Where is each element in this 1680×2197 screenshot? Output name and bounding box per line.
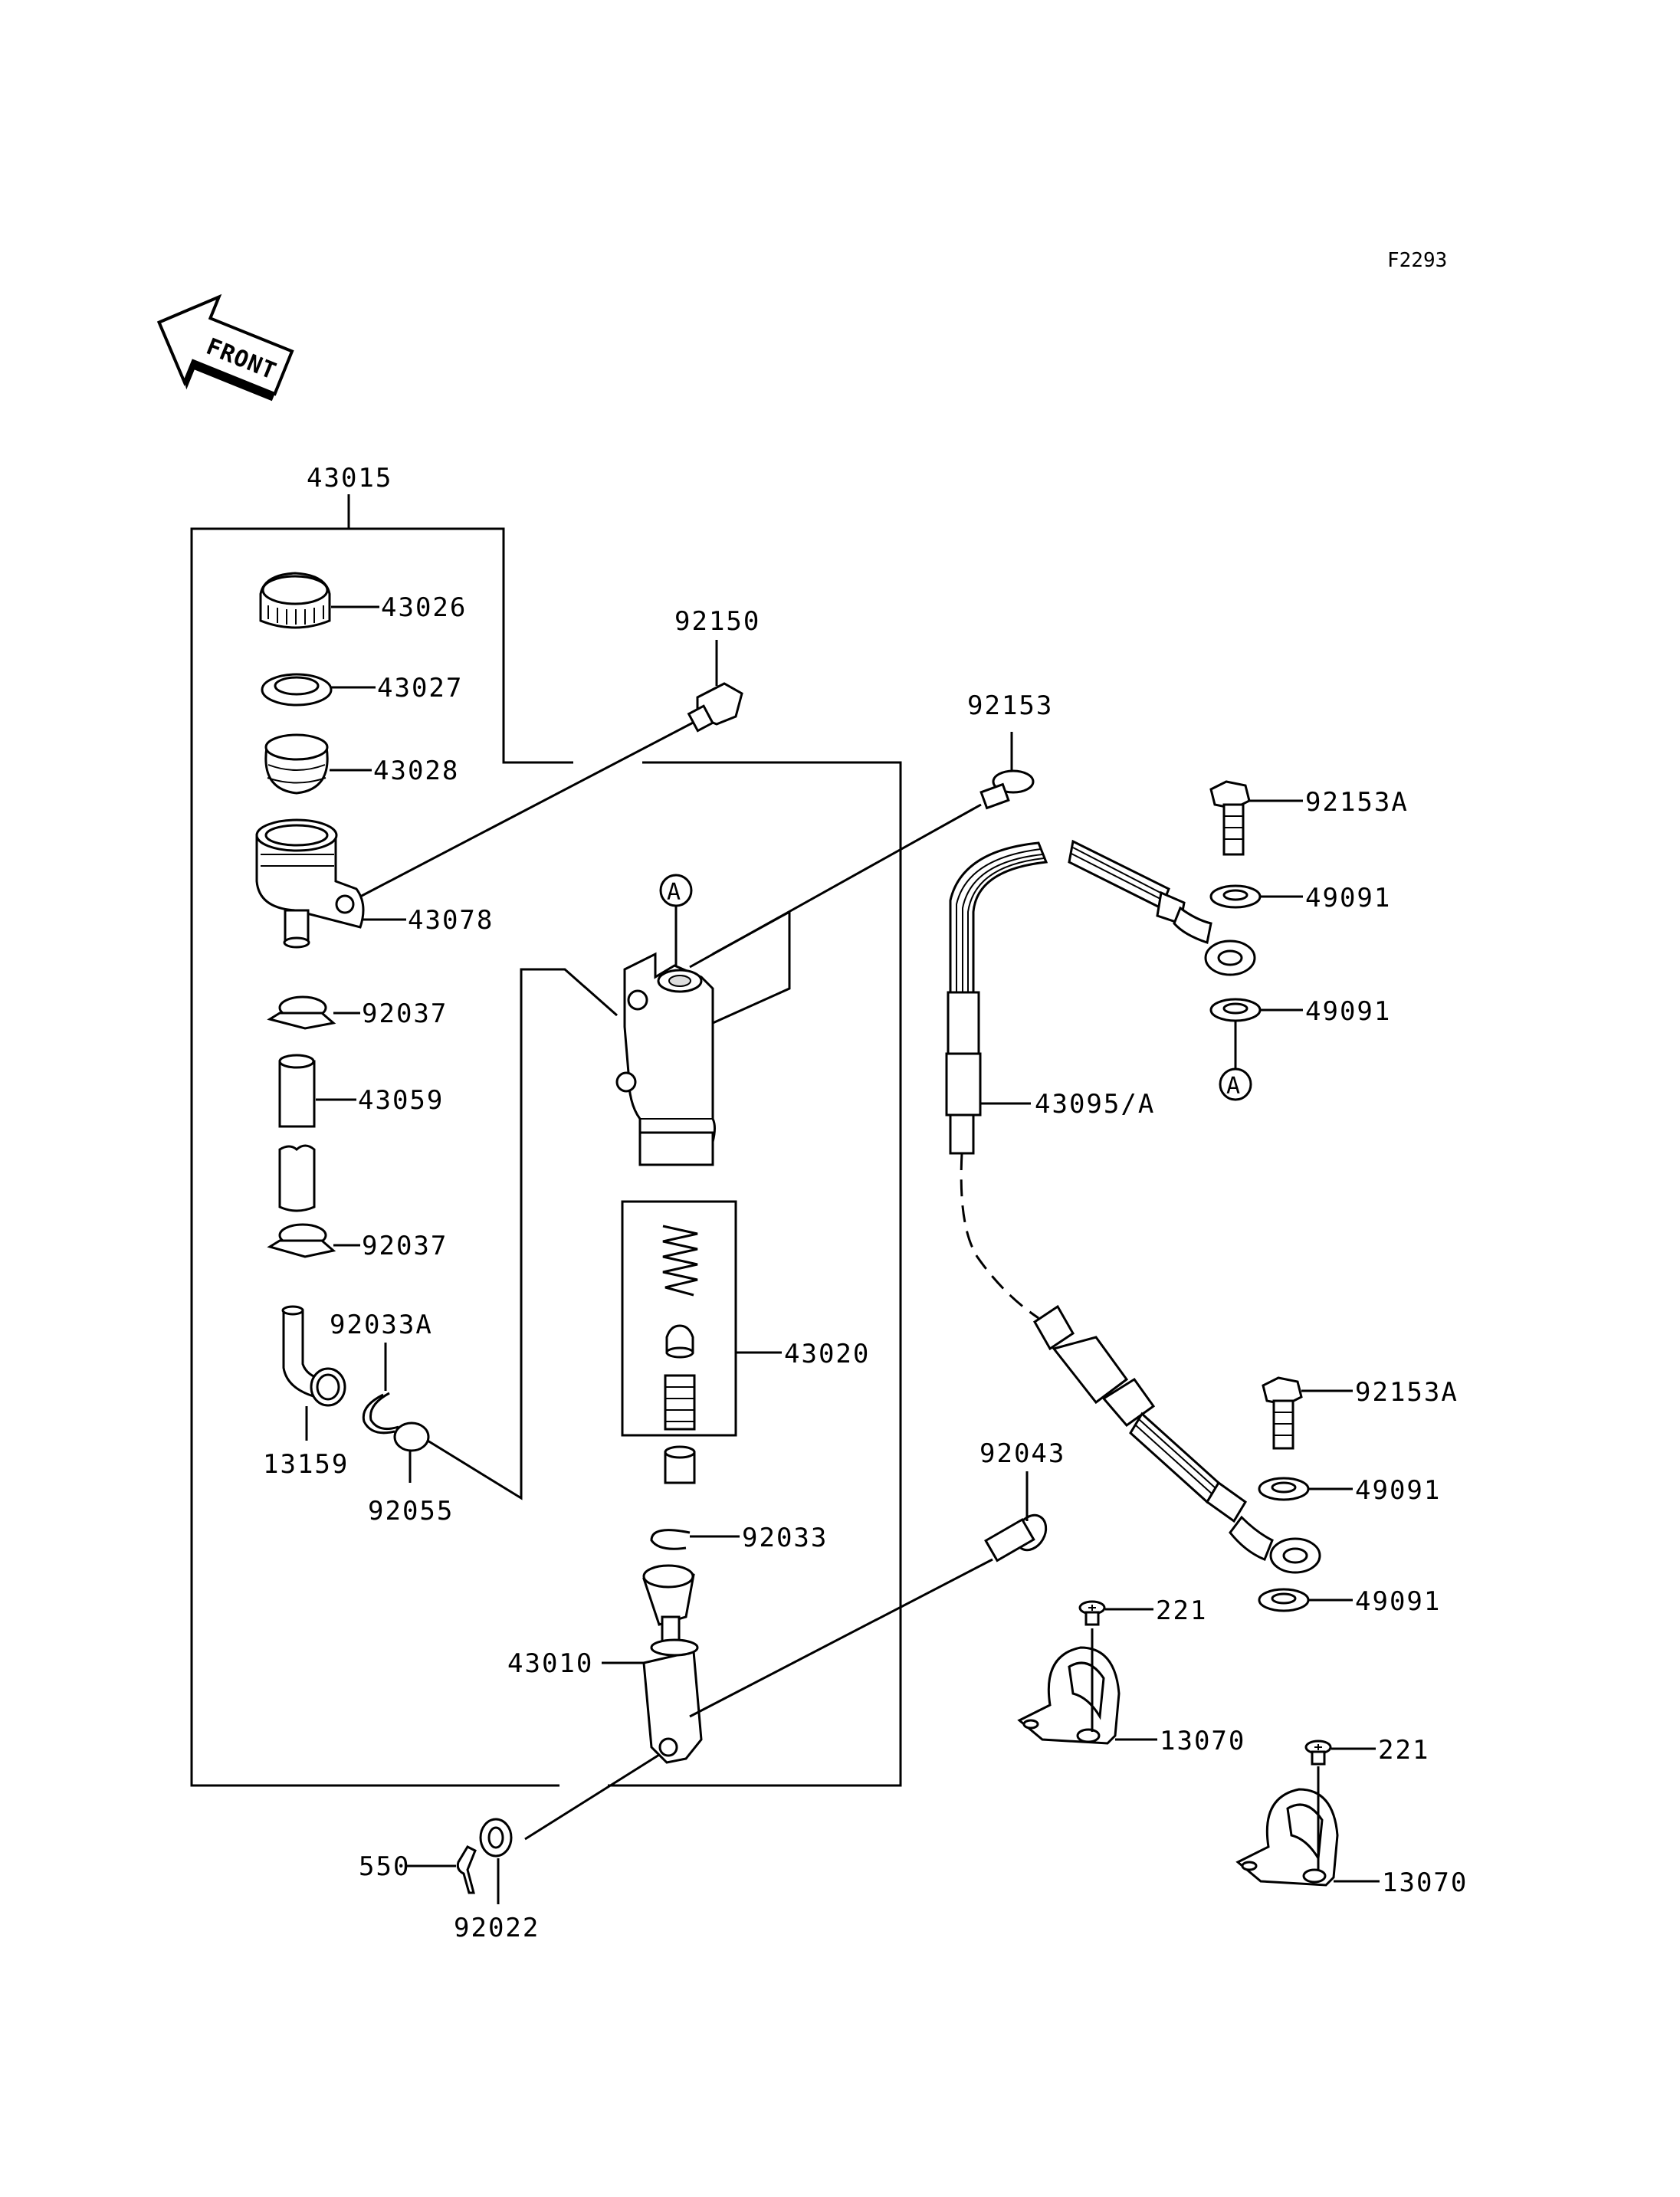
assembly-bracket-43015 — [190, 494, 559, 1787]
label-92037-lower: 92037 — [362, 1231, 448, 1261]
label-550: 550 — [359, 1851, 410, 1882]
hose-guide-icon-2 — [1235, 1788, 1339, 1887]
label-43028: 43028 — [373, 756, 459, 786]
crush-washer-icon-4 — [1258, 1588, 1310, 1612]
label-49091-3: 49091 — [1355, 1475, 1441, 1506]
crush-washer-icon-1 — [1209, 884, 1262, 909]
label-13159: 13159 — [263, 1449, 349, 1480]
label-92150: 92150 — [674, 606, 760, 637]
brake-hose-icon — [945, 839, 1256, 1155]
washer-icon-92022 — [479, 1818, 513, 1858]
front-arrow-icon: FRONT — [156, 293, 294, 402]
label-92033A: 92033A — [330, 1310, 433, 1340]
callout-a-right: A — [1226, 1073, 1242, 1100]
reservoir-icon — [255, 818, 365, 949]
label-43020: 43020 — [784, 1339, 870, 1369]
banjo-bolt-icon-upper — [1209, 780, 1251, 856]
label-13070-1: 13070 — [1160, 1726, 1245, 1756]
assembly-bracket-right — [349, 527, 573, 764]
banjo-bolt-icon-lower — [1262, 1376, 1303, 1450]
label-49091-4: 49091 — [1355, 1586, 1441, 1617]
label-221-2: 221 — [1378, 1735, 1429, 1766]
label-43010: 43010 — [507, 1648, 593, 1679]
reservoir-cap-icon — [259, 572, 331, 629]
screw-icon-92153 — [979, 769, 1035, 810]
figure-code: F2293 — [1387, 249, 1447, 272]
clevis-pin-icon — [984, 1513, 1048, 1562]
piston-cup-icon — [665, 1324, 694, 1359]
label-43015: 43015 — [307, 463, 392, 494]
label-92153: 92153 — [967, 690, 1053, 721]
label-43026: 43026 — [381, 592, 467, 623]
label-49091-2: 49091 — [1305, 996, 1391, 1027]
reservoir-hose-icon — [278, 1054, 316, 1212]
label-92033: 92033 — [742, 1523, 828, 1553]
screw-icon-92150 — [687, 682, 743, 733]
cotter-pin-icon — [456, 1845, 477, 1894]
label-92153A-lower: 92153A — [1355, 1377, 1459, 1408]
piston-icon — [664, 1374, 696, 1431]
label-43078: 43078 — [408, 905, 494, 936]
assembly-inner-box — [608, 761, 902, 1787]
hose-clamp-icon-lower — [267, 1223, 336, 1258]
label-92055: 92055 — [368, 1496, 454, 1526]
label-43095A: 43095/A — [1035, 1089, 1155, 1120]
label-92153A-upper: 92153A — [1305, 787, 1409, 818]
circlip-icon-92033 — [650, 1529, 691, 1550]
label-92043: 92043 — [979, 1438, 1065, 1469]
label-92037-upper: 92037 — [362, 998, 448, 1029]
hose-guide-icon-1 — [1017, 1646, 1121, 1745]
diaphragm-icon — [264, 733, 329, 795]
hose-fitting-icon — [281, 1305, 346, 1407]
callout-a-left: A — [667, 879, 682, 906]
crush-washer-icon-3 — [1258, 1477, 1310, 1501]
hose-routing-dash — [960, 1153, 1039, 1320]
piston-seal-icon — [664, 1445, 696, 1484]
small-screw-icon-2 — [1304, 1740, 1332, 1766]
diaphragm-plate-icon — [261, 673, 333, 707]
label-49091-1: 49091 — [1305, 883, 1391, 913]
hose-clamp-icon-upper — [267, 995, 336, 1030]
piston-kit-box — [621, 1200, 737, 1437]
crush-washer-icon-2 — [1209, 998, 1262, 1022]
label-43059: 43059 — [358, 1085, 444, 1116]
small-screw-icon-1 — [1078, 1600, 1106, 1626]
spring-icon — [662, 1225, 698, 1297]
callout-a-icon-right — [1219, 1067, 1252, 1101]
label-13070-2: 13070 — [1382, 1867, 1468, 1898]
label-221-1: 221 — [1156, 1595, 1207, 1626]
label-43027: 43027 — [377, 673, 463, 703]
master-cylinder-body-icon — [615, 952, 716, 1166]
circlip-icon-92033A — [362, 1392, 399, 1435]
label-92022: 92022 — [454, 1913, 540, 1943]
o-ring-icon — [393, 1421, 430, 1452]
brake-hose-lower-icon — [1033, 1304, 1321, 1574]
push-rod-icon — [642, 1564, 703, 1764]
